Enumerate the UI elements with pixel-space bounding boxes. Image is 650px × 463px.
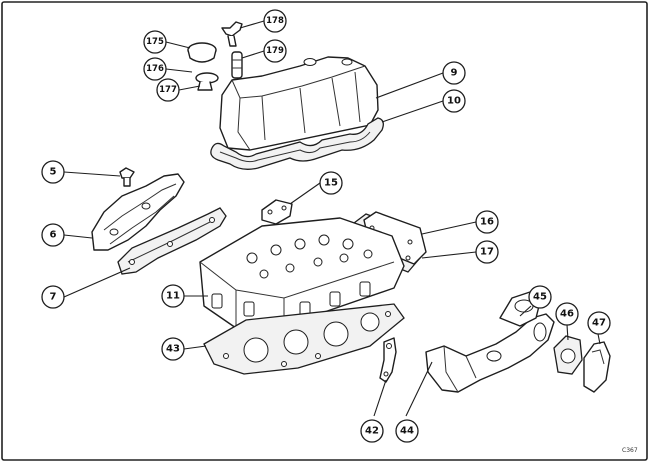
callout-label-46: 46 (560, 309, 574, 320)
callout-6: 6 (41, 223, 65, 247)
callout-label-43: 43 (166, 344, 180, 355)
callout-label-17: 17 (480, 247, 494, 258)
callout-label-177: 177 (159, 85, 177, 95)
callout-10: 10 (442, 89, 466, 113)
callout-label-6: 6 (50, 230, 57, 241)
manifold-gasket (117, 207, 227, 275)
callout-label-7: 7 (50, 292, 57, 303)
breather-assembly (187, 21, 243, 91)
callout-11: 11 (161, 284, 185, 308)
callout-16: 16 (475, 210, 499, 234)
callout-42: 42 (360, 419, 384, 443)
callout-178: 178 (263, 9, 287, 33)
callout-label-178: 178 (266, 16, 284, 26)
callout-7: 7 (41, 285, 65, 309)
blanking-cover (583, 341, 611, 393)
elbow-gasket (553, 335, 583, 375)
cylinder-head (199, 217, 405, 329)
callout-label-16: 16 (480, 217, 494, 228)
callout-9: 9 (442, 61, 466, 85)
rocker-cover (219, 56, 379, 151)
cover-plate-15 (261, 199, 293, 225)
callout-177: 177 (156, 78, 180, 102)
callout-179: 179 (263, 39, 287, 63)
callout-17: 17 (475, 240, 499, 264)
head-gasket (203, 303, 405, 375)
callout-176: 176 (143, 57, 167, 81)
callout-label-15: 15 (324, 178, 338, 189)
callout-label-44: 44 (400, 426, 414, 437)
callout-label-47: 47 (592, 318, 606, 329)
callout-label-10: 10 (447, 96, 461, 107)
bolt-5 (119, 167, 135, 187)
callout-label-179: 179 (266, 46, 284, 56)
lifting-bracket (379, 337, 397, 383)
callout-175: 175 (143, 30, 167, 54)
callout-15: 15 (319, 171, 343, 195)
callout-label-176: 176 (146, 64, 164, 74)
leader-lines (63, 20, 601, 417)
callout-label-45: 45 (533, 292, 547, 303)
callout-label-42: 42 (365, 426, 379, 437)
callout-5: 5 (41, 160, 65, 184)
callout-47: 47 (587, 311, 611, 335)
callout-43: 43 (161, 337, 185, 361)
callout-label-9: 9 (451, 68, 458, 79)
drawing-code: C367 (622, 447, 638, 454)
callout-label-5: 5 (50, 167, 57, 178)
callout-label-11: 11 (166, 291, 180, 302)
manifold-cover (91, 173, 185, 251)
callout-44: 44 (395, 419, 419, 443)
callout-45: 45 (528, 285, 552, 309)
callout-label-175: 175 (146, 37, 164, 47)
callout-46: 46 (555, 302, 579, 326)
